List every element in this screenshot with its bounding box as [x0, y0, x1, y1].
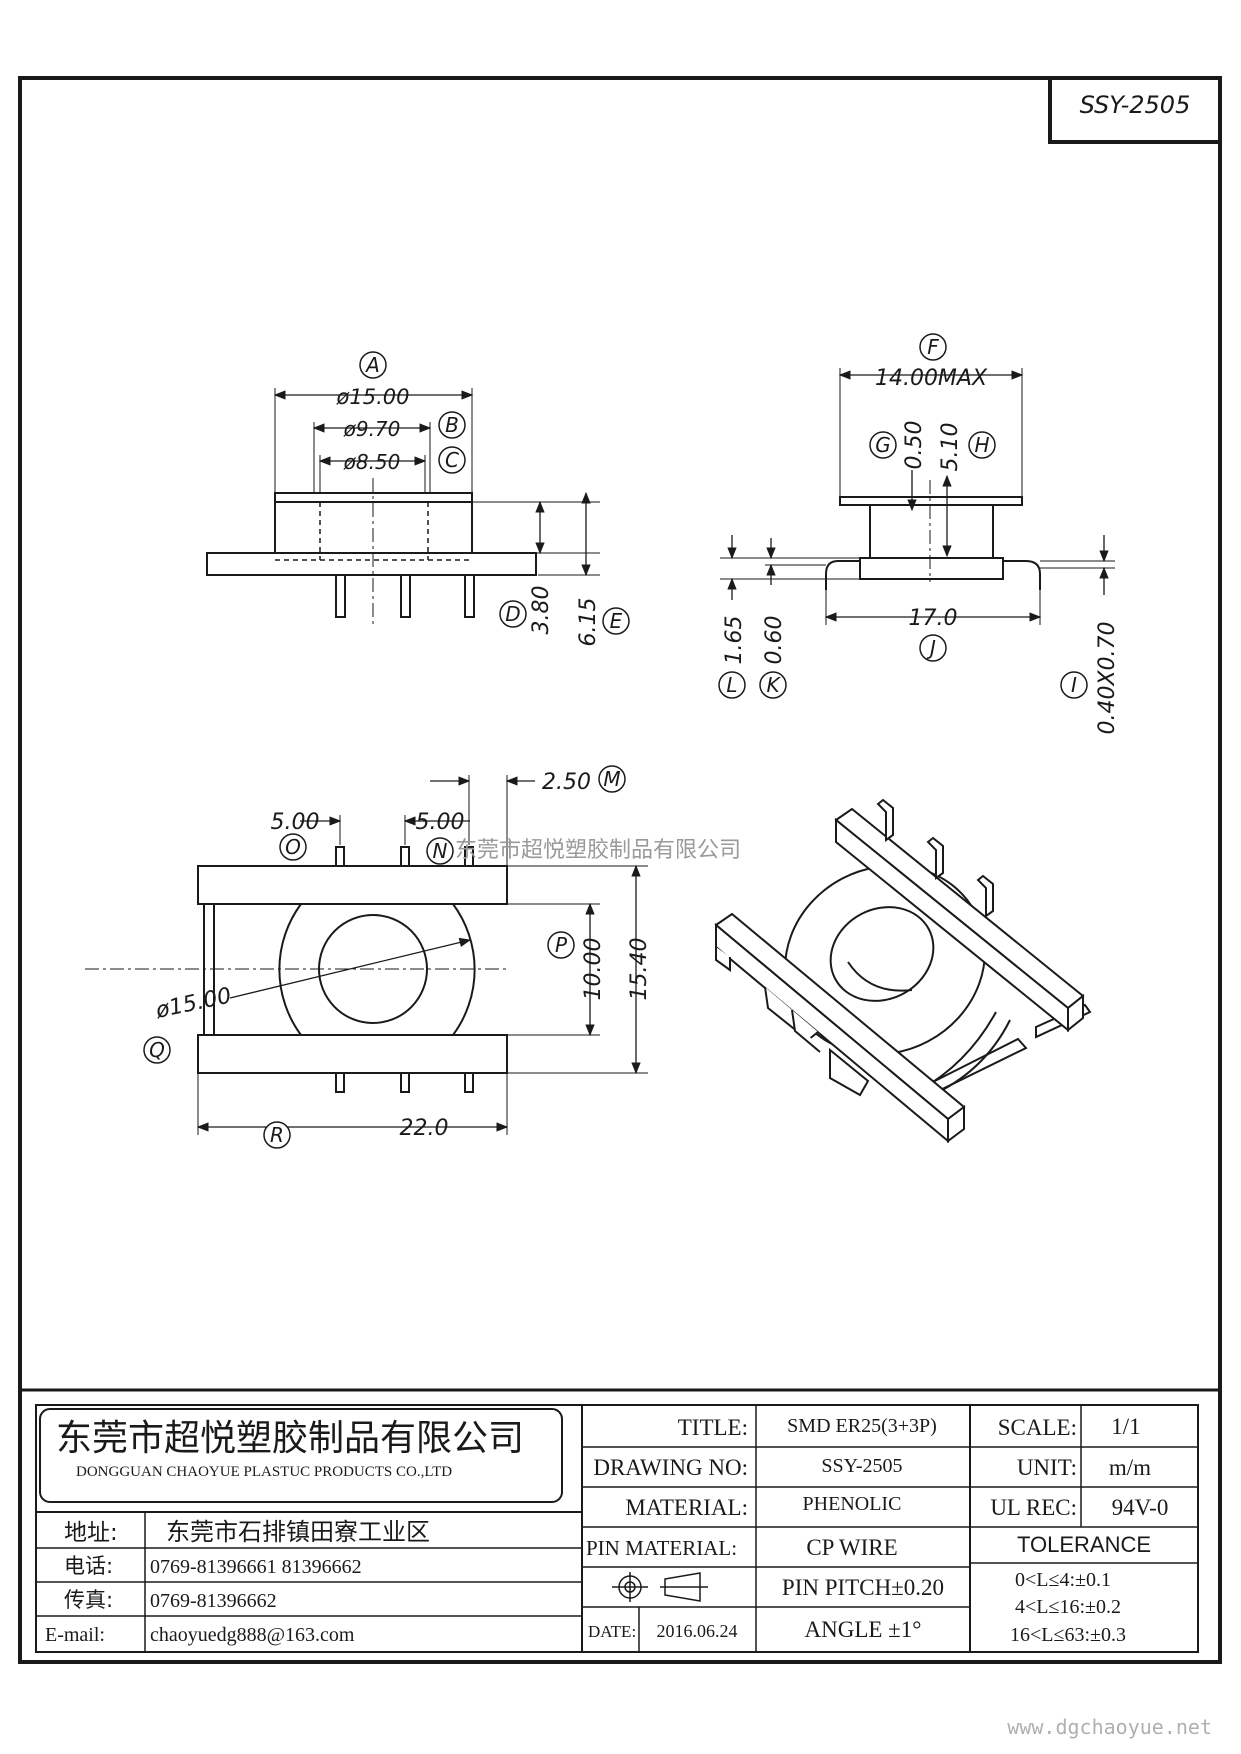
- fax-value: 0769-81396662: [150, 1590, 277, 1612]
- label-l: L: [718, 671, 746, 699]
- email-value: chaoyuedg888@163.com: [150, 1624, 355, 1646]
- material-value: PHENOLIC: [803, 1493, 902, 1515]
- dim-e: 6.15: [576, 598, 601, 647]
- dim-h: 5.10: [938, 423, 963, 472]
- svg-text:P: P: [555, 933, 568, 957]
- dim-b: ø9.70: [343, 417, 401, 441]
- svg-text:Q: Q: [149, 1038, 165, 1062]
- email-label: E-mail:: [45, 1624, 105, 1646]
- dim-d: 3.80: [529, 586, 554, 635]
- address-value: 东莞市石排镇田寮工业区: [166, 1518, 430, 1546]
- svg-text:B: B: [445, 413, 459, 437]
- dim-n: 5.00: [416, 810, 465, 835]
- dim-k: 0.60: [762, 616, 787, 665]
- svg-text:G: G: [875, 433, 891, 457]
- label-f: F: [919, 333, 947, 361]
- svg-text:C: C: [445, 448, 459, 472]
- company-name-cn: 东莞市超悦塑胶制品有限公司: [56, 1418, 524, 1459]
- label-e: E: [602, 607, 630, 635]
- pin-pitch: PIN PITCH±0.20: [782, 1575, 944, 1600]
- svg-text:E: E: [610, 609, 623, 633]
- address-label: 地址:: [64, 1520, 118, 1546]
- dim-j: 17.0: [909, 606, 958, 631]
- pin-material-label: PIN MATERIAL:: [586, 1536, 737, 1560]
- tel-label: 电话:: [64, 1554, 113, 1578]
- watermark-text: 东莞市超悦塑胶制品有限公司: [455, 838, 741, 863]
- title-value: SMD ER25(3+3P): [787, 1415, 937, 1437]
- drawing-code: SSY-2505: [1080, 91, 1191, 119]
- label-p: P: [547, 931, 575, 959]
- title-label: TITLE:: [678, 1415, 748, 1440]
- dim-a: ø15.00: [336, 385, 410, 409]
- pin-material-value: CP WIRE: [806, 1535, 897, 1560]
- label-d: D: [499, 600, 527, 628]
- dim-l: 1.65: [722, 616, 747, 665]
- plan-view: [85, 775, 648, 1135]
- label-k: K: [759, 671, 787, 699]
- svg-text:M: M: [603, 767, 620, 791]
- date-label: DATE:: [588, 1622, 636, 1641]
- isometric-view: [714, 798, 1092, 1144]
- label-r: R: [263, 1121, 291, 1149]
- dim-o: 5.00: [271, 810, 320, 835]
- scale-value: 1/1: [1111, 1414, 1140, 1439]
- drawing-no-label: DRAWING NO:: [593, 1455, 748, 1480]
- ul-rec-value: 94V-0: [1112, 1495, 1169, 1520]
- label-q: Q: [143, 1036, 171, 1064]
- unit-label: UNIT:: [1017, 1455, 1077, 1480]
- label-n: N: [426, 837, 454, 865]
- svg-text:I: I: [1071, 673, 1077, 697]
- label-b: B: [438, 411, 466, 439]
- label-m: M: [598, 765, 626, 793]
- company-name-en: DONGGUAN CHAOYUE PLASTUC PRODUCTS CO.,LT…: [76, 1464, 452, 1480]
- svg-text:A: A: [364, 353, 380, 377]
- front-elevation-view: [206, 388, 600, 625]
- label-i: I: [1060, 671, 1088, 699]
- dim-f: 14.00MAX: [875, 366, 988, 391]
- scale-label: SCALE:: [998, 1415, 1077, 1440]
- dim-c: ø8.50: [343, 450, 401, 474]
- dim-g: 0.50: [902, 421, 927, 470]
- tolerance-label: TOLERANCE: [1017, 1532, 1151, 1557]
- svg-text:J: J: [926, 636, 936, 660]
- side-elevation-view: [720, 368, 1115, 625]
- dim-q: ø15.00: [153, 983, 234, 1024]
- outer-frame: [18, 76, 1222, 1664]
- tolerance-line-3: 16<L≤63:±0.3: [1010, 1624, 1126, 1646]
- dim-r: 22.0: [400, 1116, 449, 1141]
- label-g: G: [869, 431, 897, 459]
- unit-value: m/m: [1109, 1455, 1151, 1480]
- title-block: [20, 1388, 1220, 1653]
- svg-text:D: D: [505, 602, 520, 626]
- svg-text:O: O: [285, 835, 301, 859]
- tel-value: 0769-81396661 81396662: [150, 1556, 362, 1578]
- label-j: J: [919, 634, 947, 662]
- projection-symbol-icon: [612, 1572, 708, 1602]
- tolerance-line-1: 0<L≤4:±0.1: [1015, 1569, 1111, 1591]
- website-url: www.dgchaoyue.net: [1007, 1715, 1212, 1739]
- fax-label: 传真:: [64, 1588, 113, 1612]
- svg-text:N: N: [433, 839, 448, 863]
- ul-rec-label: UL REC:: [990, 1495, 1077, 1520]
- svg-text:R: R: [270, 1123, 284, 1147]
- dim-i: 0.40X0.70: [1095, 621, 1120, 734]
- label-o: O: [279, 833, 307, 861]
- tolerance-line-2: 4<L≤16:±0.2: [1015, 1596, 1121, 1618]
- svg-text:L: L: [726, 673, 737, 697]
- label-c: C: [438, 446, 466, 474]
- drawing-no-value: SSY-2505: [821, 1455, 902, 1477]
- label-a: A: [359, 351, 387, 379]
- dim-p: 10.00: [581, 938, 606, 1001]
- drawing-code-box: SSY-2505: [1048, 76, 1222, 144]
- label-h: H: [968, 431, 996, 459]
- svg-text:H: H: [974, 433, 989, 457]
- date-value: 2016.06.24: [657, 1621, 738, 1641]
- material-label: MATERIAL:: [625, 1495, 748, 1520]
- angle: ANGLE ±1°: [805, 1617, 922, 1642]
- svg-text:F: F: [927, 335, 939, 359]
- svg-text:K: K: [766, 673, 781, 697]
- dim-p2: 15.40: [627, 938, 652, 1001]
- dim-m: 2.50: [542, 770, 591, 795]
